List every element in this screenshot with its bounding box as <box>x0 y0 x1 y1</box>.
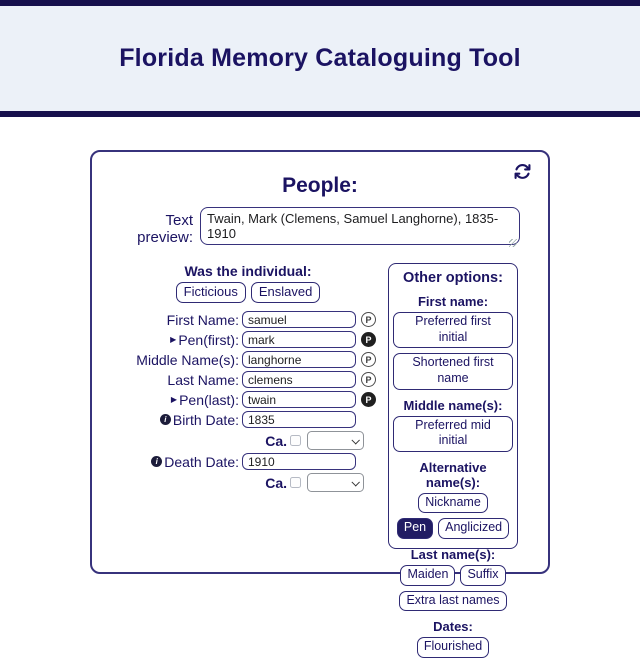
middle-name-input[interactable] <box>242 351 356 369</box>
middle-name-options-heading: Middle name(s): <box>403 397 503 413</box>
text-preview-textarea[interactable]: Twain, Mark (Clemens, Samuel Langhorne),… <box>200 207 520 245</box>
triangle-marker-icon: ▶ <box>170 395 178 405</box>
sync-refresh-icon <box>514 164 531 184</box>
last-name-row: Last Name: P <box>112 371 384 389</box>
info-icon[interactable]: i <box>151 456 163 468</box>
text-preview-label: Text preview: <box>137 211 193 246</box>
anglicized-button[interactable]: Anglicized <box>438 518 510 539</box>
ca-label: Ca. <box>265 432 287 449</box>
dates-options-heading: Dates: <box>433 619 473 635</box>
first-name-label: First Name: <box>166 311 239 328</box>
last-name-label: Last Name: <box>167 371 239 388</box>
birth-date-row: i Birth Date: <box>112 411 384 429</box>
birth-ca-select[interactable] <box>307 431 364 451</box>
page-title: Florida Memory Cataloguing Tool <box>119 44 521 72</box>
death-date-row: i Death Date: <box>112 453 384 471</box>
card-heading: People: <box>282 174 358 197</box>
chevron-down-icon <box>351 477 360 487</box>
pen-button[interactable]: Pen <box>396 518 434 539</box>
app-header: Florida Memory Cataloguing Tool <box>0 0 640 117</box>
refresh-button[interactable] <box>514 163 531 180</box>
preferred-badge-icon[interactable]: P <box>361 352 376 368</box>
pen-last-input[interactable] <box>242 391 356 409</box>
preferred-badge-icon[interactable]: P <box>361 392 376 408</box>
death-date-label: i Death Date: <box>112 454 242 470</box>
maiden-button[interactable]: Maiden <box>400 565 456 586</box>
shortened-first-name-button[interactable]: Shortened first name <box>393 353 513 390</box>
pen-first-label: ▶ Pen(first): <box>170 331 239 348</box>
preferred-badge-icon[interactable]: P <box>361 372 376 388</box>
alternative-name-options-heading: Alternative name(s): <box>419 459 487 490</box>
pen-last-row: ▶ Pen(last): P <box>112 391 384 409</box>
first-name-options-heading: First name: <box>417 294 489 309</box>
birth-date-label: i Birth Date: <box>112 412 242 428</box>
last-name-options-heading: Last name(s): <box>410 547 496 562</box>
extra-last-names-button[interactable]: Extra last names <box>399 590 507 612</box>
death-ca-row: Ca. <box>112 473 384 493</box>
people-card: People: Text preview: Twain, Mark (Cleme… <box>90 150 550 658</box>
suffix-button[interactable]: Suffix <box>460 565 506 586</box>
death-ca-select[interactable] <box>307 473 364 493</box>
birth-ca-checkbox[interactable] <box>290 435 301 447</box>
preferred-first-initial-button[interactable]: Preferred first initial <box>393 312 513 349</box>
chevron-down-icon <box>351 435 360 445</box>
text-preview-row: Text preview: Twain, Mark (Clemens, Samu… <box>106 207 534 250</box>
person-form-column: Was the individual: Ficticious Enslaved … <box>112 263 384 549</box>
ficticious-button[interactable]: Ficticious <box>175 282 246 304</box>
pen-first-input[interactable] <box>242 331 356 349</box>
enslaved-button[interactable]: Enslaved <box>250 282 321 304</box>
preferred-badge-icon[interactable]: P <box>361 332 376 348</box>
other-options-heading: Other options: <box>403 270 503 286</box>
info-icon[interactable]: i <box>159 414 171 426</box>
middle-name-label: Middle Name(s): <box>136 351 239 368</box>
other-options-panel: Other options: First name: Preferred fir… <box>388 263 518 658</box>
death-date-input[interactable] <box>242 453 356 471</box>
death-ca-checkbox[interactable] <box>290 477 301 489</box>
first-name-row: First Name: P <box>112 311 384 329</box>
pen-first-row: ▶ Pen(first): P <box>112 331 384 349</box>
last-name-input[interactable] <box>242 371 356 389</box>
was-individual-heading: Was the individual: <box>184 263 312 279</box>
pen-last-label: ▶ Pen(last): <box>170 391 239 408</box>
preferred-badge-icon[interactable]: P <box>361 312 376 328</box>
first-name-input[interactable] <box>242 311 356 329</box>
birth-date-input[interactable] <box>242 411 356 429</box>
triangle-marker-icon: ▶ <box>170 335 177 345</box>
preferred-mid-initial-button[interactable]: Preferred mid initial <box>393 415 513 452</box>
flourished-button[interactable]: Flourished <box>416 637 490 658</box>
ca-label: Ca. <box>265 474 287 491</box>
birth-ca-row: Ca. <box>112 431 384 451</box>
nickname-button[interactable]: Nickname <box>418 492 488 514</box>
middle-name-row: Middle Name(s): P <box>112 351 384 369</box>
